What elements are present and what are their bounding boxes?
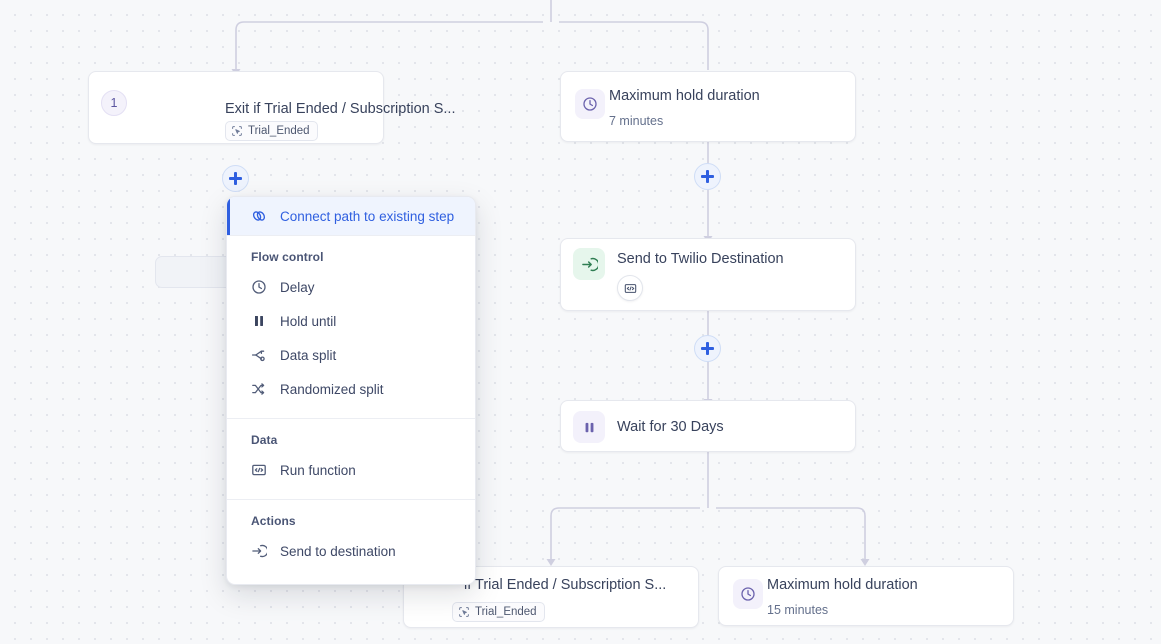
link-icon [251, 208, 267, 224]
clock-icon-tile [733, 579, 763, 609]
node-wait-for-30-days[interactable]: Wait for 30 Days [560, 400, 856, 452]
data-split-icon [251, 347, 267, 363]
menu-item-connect-path-to-existing-step[interactable]: Connect path to existing step [227, 197, 475, 235]
send-to-destination-icon [251, 543, 267, 559]
menu-item-label: Connect path to existing step [280, 208, 455, 224]
code-icon [624, 282, 637, 295]
node-tag-trial-ended[interactable]: Trial_Ended [225, 121, 318, 141]
randomized-split-icon [251, 381, 267, 397]
node-maximum-hold-duration-7-minutes[interactable]: Maximum hold duration 7 minutes [560, 71, 856, 142]
send-to-destination-icon-tile [573, 248, 605, 280]
pause-icon-tile [573, 411, 605, 443]
send-to-destination-icon [581, 256, 598, 273]
code-icon-badge[interactable] [617, 275, 643, 301]
add-step-button-left[interactable] [222, 165, 249, 192]
menu-item-hold-until[interactable]: Hold until [227, 304, 475, 338]
node-tag-trial-ended[interactable]: Trial_Ended [452, 602, 545, 622]
node-tag-label: Trial_Ended [248, 125, 310, 137]
add-step-button-right-1[interactable] [694, 163, 721, 190]
menu-item-label: Hold until [280, 313, 337, 329]
node-title: if Trial Ended / Subscription S... [464, 577, 667, 593]
clock-icon-tile [575, 89, 605, 119]
node-title: Maximum hold duration [609, 88, 760, 104]
step-number-badge: 1 [101, 90, 127, 116]
clock-icon [582, 96, 598, 112]
menu-section-data: Data Run function [227, 418, 475, 499]
menu-divider [227, 235, 475, 236]
menu-item-label: Run function [280, 462, 356, 478]
clock-icon [740, 586, 756, 602]
menu-item-label: Send to destination [280, 543, 396, 559]
menu-item-send-to-destination[interactable]: Send to destination [227, 534, 475, 568]
node-title: Exit if Trial Ended / Subscription S... [225, 101, 455, 117]
node-title: Send to Twilio Destination [617, 251, 784, 267]
menu-section-label: Data [251, 433, 278, 447]
menu-item-data-split[interactable]: Data split [227, 338, 475, 372]
node-subtitle: 7 minutes [609, 114, 664, 128]
menu-section-flow-control: Flow control Delay [227, 236, 475, 418]
cursor-select-icon [231, 125, 243, 137]
code-icon [251, 462, 267, 478]
add-step-context-menu[interactable]: Connect path to existing step Flow contr… [226, 196, 476, 585]
node-subtitle: 15 minutes [767, 603, 829, 617]
menu-section-actions: Actions Send to destination [227, 499, 475, 580]
clock-icon [251, 279, 267, 295]
pause-icon [582, 420, 597, 435]
menu-item-label: Data split [280, 347, 337, 363]
add-step-button-right-2[interactable] [694, 335, 721, 362]
pause-icon [251, 313, 267, 329]
menu-section-label: Actions [251, 514, 296, 528]
menu-item-label: Delay [280, 279, 315, 295]
menu-item-randomized-split[interactable]: Randomized split [227, 372, 475, 406]
node-title: Maximum hold duration [767, 577, 918, 593]
menu-section-label: Flow control [251, 250, 324, 264]
menu-item-delay[interactable]: Delay [227, 270, 475, 304]
node-exit-if-trial-ended-top[interactable]: 1 Exit if Trial Ended / Subscription S..… [88, 71, 455, 144]
menu-item-label: Randomized split [280, 381, 384, 397]
node-send-to-twilio-destination[interactable]: Send to Twilio Destination [560, 238, 856, 311]
node-maximum-hold-duration-15-minutes[interactable]: Maximum hold duration 15 minutes [718, 566, 1014, 626]
cursor-select-icon [458, 606, 470, 618]
node-tag-label: Trial_Ended [475, 606, 537, 618]
menu-item-run-function[interactable]: Run function [227, 453, 475, 487]
node-title: Wait for 30 Days [617, 419, 724, 435]
